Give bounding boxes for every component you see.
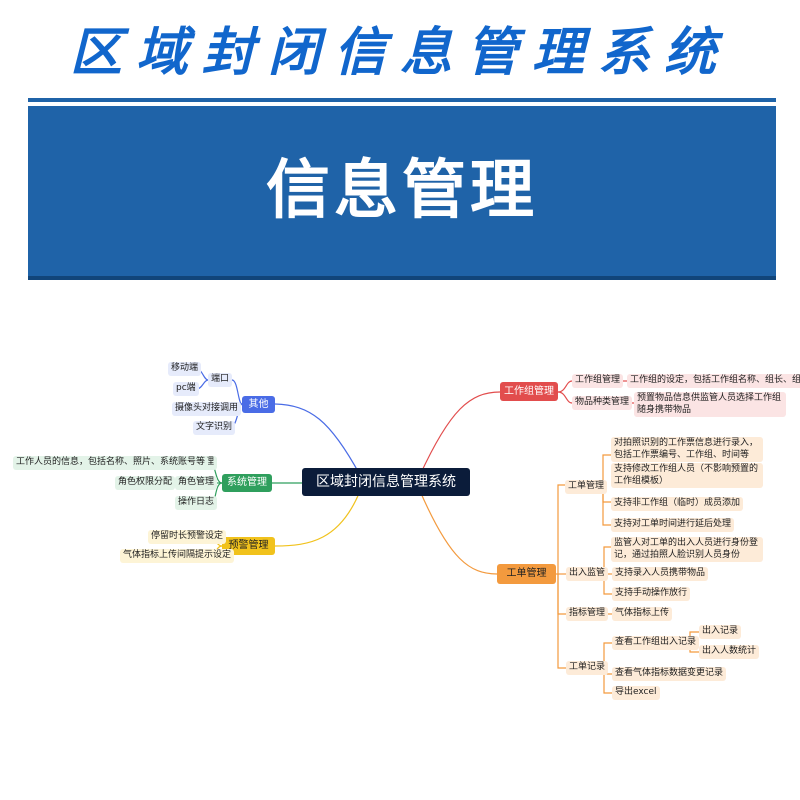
other-node: 其他	[242, 396, 275, 413]
workorder-rec1: 查看工作组出入记录	[612, 636, 700, 650]
workorder-node: 工单管理	[497, 564, 556, 584]
workorder-wo3: 支持非工作组（临时）成员添加	[611, 497, 744, 511]
workorder-io3: 支持手动操作放行	[612, 587, 691, 601]
workgroup-wg: 工作组管理	[572, 374, 624, 388]
system-role: 角色管理	[175, 476, 218, 490]
workgroup-node: 工作组管理	[500, 382, 558, 401]
other-camera: 摄像头对接调用	[172, 402, 242, 416]
alert-overtime: 停留时长预警设定	[148, 530, 227, 544]
banner-title: 信息管理	[266, 154, 538, 228]
workorder-rec1b: 出入人数统计	[699, 645, 760, 659]
workorder-wo1: 对拍照识别的工作票信息进行录入，包括工作票编号、工作组、时间等	[611, 437, 763, 463]
workorder-rec1a: 出入记录	[699, 625, 742, 639]
alert-gas: 气体指标上传间隔提示设定	[120, 549, 235, 563]
alert-node: 预警管理	[222, 537, 275, 555]
workorder-rec2: 查看气体指标数据变更记录	[612, 667, 727, 681]
workorder-wo4: 支持对工单时间进行延后处理	[611, 518, 735, 532]
workorder-record: 工单记录	[566, 661, 609, 675]
workorder-io: 出入监管	[566, 567, 609, 581]
workorder-ind1: 气体指标上传	[612, 607, 673, 621]
workorder-rec3: 导出excel	[612, 686, 660, 700]
root-node: 区域封闭信息管理系统	[302, 468, 470, 496]
workorder-io1: 监管人对工单的出入人员进行身份登记，通过拍照人脸识别人员身份	[611, 537, 763, 563]
system-oplog: 操作日志	[175, 496, 218, 510]
banner: 信息管理	[28, 106, 776, 276]
workorder-indicator: 指标管理	[566, 607, 609, 621]
workgroup-wg-desc: 工作组的设定，包括工作组名称、组长、组员等	[627, 374, 800, 388]
page-title: 区域封闭信息管理系统	[69, 22, 730, 83]
other-mobile: 移动端	[168, 362, 202, 376]
workorder-wo2: 支持修改工作组人员（不影响预置的工作组模板）	[611, 463, 763, 489]
workorder-io2: 支持录入人员携带物品	[612, 567, 709, 581]
other-port: 端口	[208, 373, 233, 387]
system-personnel-info: 工作人员的信息，包括名称、照片、系统账号等	[13, 456, 209, 470]
other-pc: pc端	[173, 382, 199, 396]
workgroup-item: 物品种类管理	[572, 396, 633, 410]
system-role-perm: 角色权限分配	[115, 476, 176, 490]
other-ocr: 文字识别	[193, 421, 236, 435]
workorder-wo: 工单管理	[565, 480, 608, 494]
system-node: 系统管理	[222, 474, 272, 492]
title-divider	[28, 98, 776, 102]
workgroup-item-desc: 预置物品信息供监管人员选择工作组随身携带物品	[634, 392, 786, 418]
